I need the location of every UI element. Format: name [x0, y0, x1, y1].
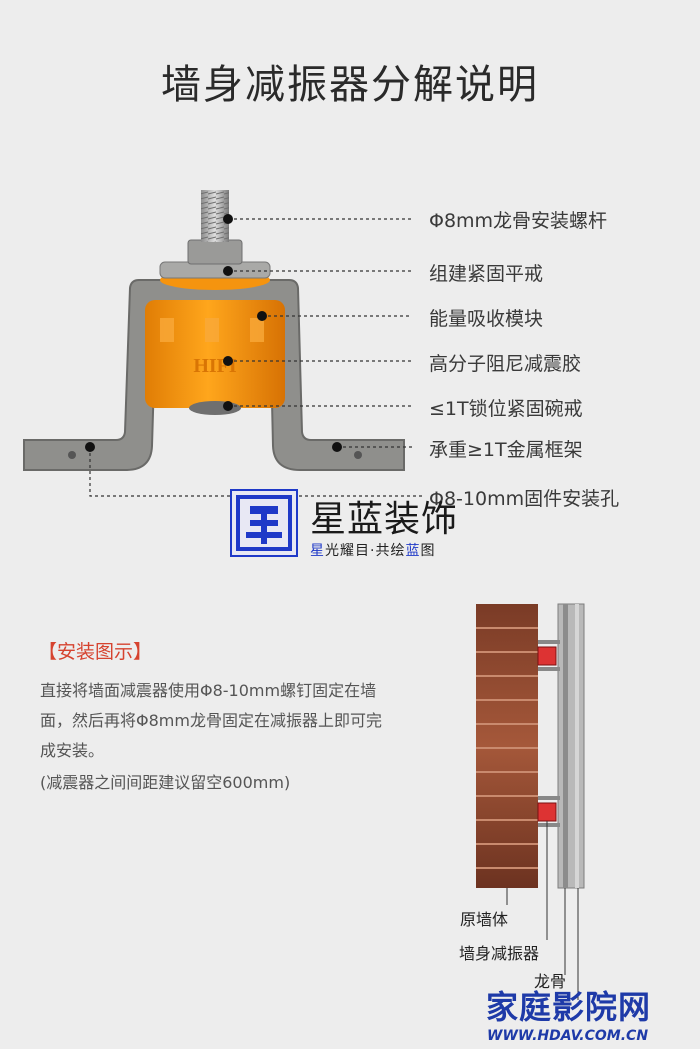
- wall-label-damper: 墙身减振器: [459, 944, 540, 963]
- callout-label-frame: 承重≥1T金属框架: [429, 439, 583, 461]
- wall-label-original-wall: 原墙体: [460, 910, 509, 929]
- wall-body: [476, 604, 538, 888]
- install-text-line: 面，然后再将Φ8mm龙骨固定在减振器上即可完: [40, 711, 382, 730]
- install-note: (减震器之间间距建议留空600mm): [40, 773, 291, 792]
- watermark-site-name: 家庭影院网: [486, 988, 652, 1026]
- callout-label-washer: 组建紧固平戒: [429, 263, 544, 285]
- logo-mark: [230, 489, 298, 557]
- logo-slogan: 星光耀目·共绘蓝图: [310, 540, 435, 560]
- slogan-part-4: 图: [420, 543, 436, 559]
- callout-label-bolt: Φ8mm龙骨安装螺杆: [429, 210, 608, 232]
- damper-figure: HIFI: [23, 190, 405, 471]
- slogan-part-1: 星: [310, 543, 325, 559]
- keel-channel: [557, 603, 585, 889]
- wall-damper-top: [537, 646, 557, 666]
- metal-frame: [23, 279, 405, 471]
- bolt-nut: [187, 239, 243, 265]
- callout-leaders: [89, 218, 425, 497]
- install-text-line: 成安装。: [40, 741, 105, 760]
- wall-damper-bottom: [537, 802, 557, 822]
- wall-label-keel: 龙骨: [534, 972, 567, 991]
- logo-brand-name: 星蓝装饰: [310, 499, 459, 540]
- watermark-url: WWW.HDAV.COM.CN: [487, 1028, 649, 1044]
- callout-label-absorber: 能量吸收模块: [429, 308, 544, 330]
- page-title: 墙身减振器分解说明: [161, 62, 539, 108]
- wall-diagram: [476, 603, 585, 1000]
- install-heading: 【安装图示】: [38, 641, 153, 663]
- install-text-line: 直接将墙面减震器使用Φ8-10mm螺钉固定在墙: [40, 681, 377, 700]
- callout-label-mount-hole: Φ8-10mm固件安装孔: [429, 488, 620, 510]
- slogan-part-2: 光耀目·共绘: [325, 543, 406, 559]
- callout-dots: [85, 214, 342, 452]
- callout-label-damping-rubber: 高分子阻尼减震胶: [429, 353, 582, 375]
- callout-label-lock-cup: ≤1T锁位紧固碗戒: [429, 398, 583, 420]
- slogan-part-3: 蓝: [405, 543, 421, 559]
